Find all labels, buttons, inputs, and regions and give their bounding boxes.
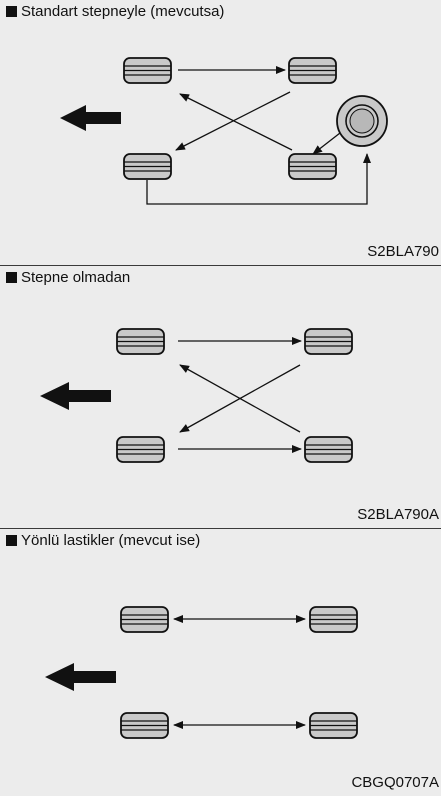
tire-icon [288, 57, 337, 84]
square-bullet-icon [6, 272, 17, 283]
panel-without-spare: Stepne olmadan [0, 266, 441, 528]
panel-divider [0, 528, 441, 529]
figure-code: CBGQ0707A [351, 774, 439, 791]
square-bullet-icon [6, 535, 17, 546]
rotation-arrow [146, 153, 371, 205]
tire-icon [123, 153, 172, 180]
rotation-diagram-without-spare [40, 328, 353, 463]
panel-title-text: Yönlü lastikler (mevcut ise) [21, 532, 201, 549]
forward-direction-arrow-icon [45, 663, 116, 691]
tire-icon [116, 436, 165, 463]
forward-direction-arrow-icon [40, 382, 111, 410]
tire-icon [120, 712, 169, 739]
figure-code: S2BLA790 [367, 243, 439, 260]
rotation-arrow [179, 93, 293, 151]
spare-tire-icon [336, 95, 388, 147]
square-bullet-icon [6, 6, 17, 17]
panel-divider [0, 265, 441, 266]
tire-icon [116, 328, 165, 355]
rotation-arrow [179, 364, 301, 433]
rotation-arrow [312, 132, 341, 155]
tire-icon [288, 153, 337, 180]
tire-icon [304, 328, 353, 355]
panel-with-spare: Standart stepneyle (mevcutsa) [0, 0, 441, 265]
tire-icon [309, 606, 358, 633]
panel-title-text: Stepne olmadan [21, 269, 131, 286]
panel-title: Stepne olmadan [6, 269, 130, 287]
forward-direction-arrow-icon [60, 105, 121, 131]
panel-title-text: Standart stepneyle (mevcutsa) [21, 3, 225, 20]
panel-title: Yönlü lastikler (mevcut ise) [6, 532, 200, 550]
tire-icon [123, 57, 172, 84]
tire-icon [309, 712, 358, 739]
rotation-diagram-directional [45, 606, 358, 739]
tire-icon [120, 606, 169, 633]
panel-directional-tires: Yönlü lastikler (mevcut ise) [0, 529, 441, 796]
tire-icon [304, 436, 353, 463]
panel-title: Standart stepneyle (mevcutsa) [6, 3, 224, 21]
rotation-diagram-with-spare [60, 57, 388, 205]
figure-code: S2BLA790A [357, 506, 439, 523]
